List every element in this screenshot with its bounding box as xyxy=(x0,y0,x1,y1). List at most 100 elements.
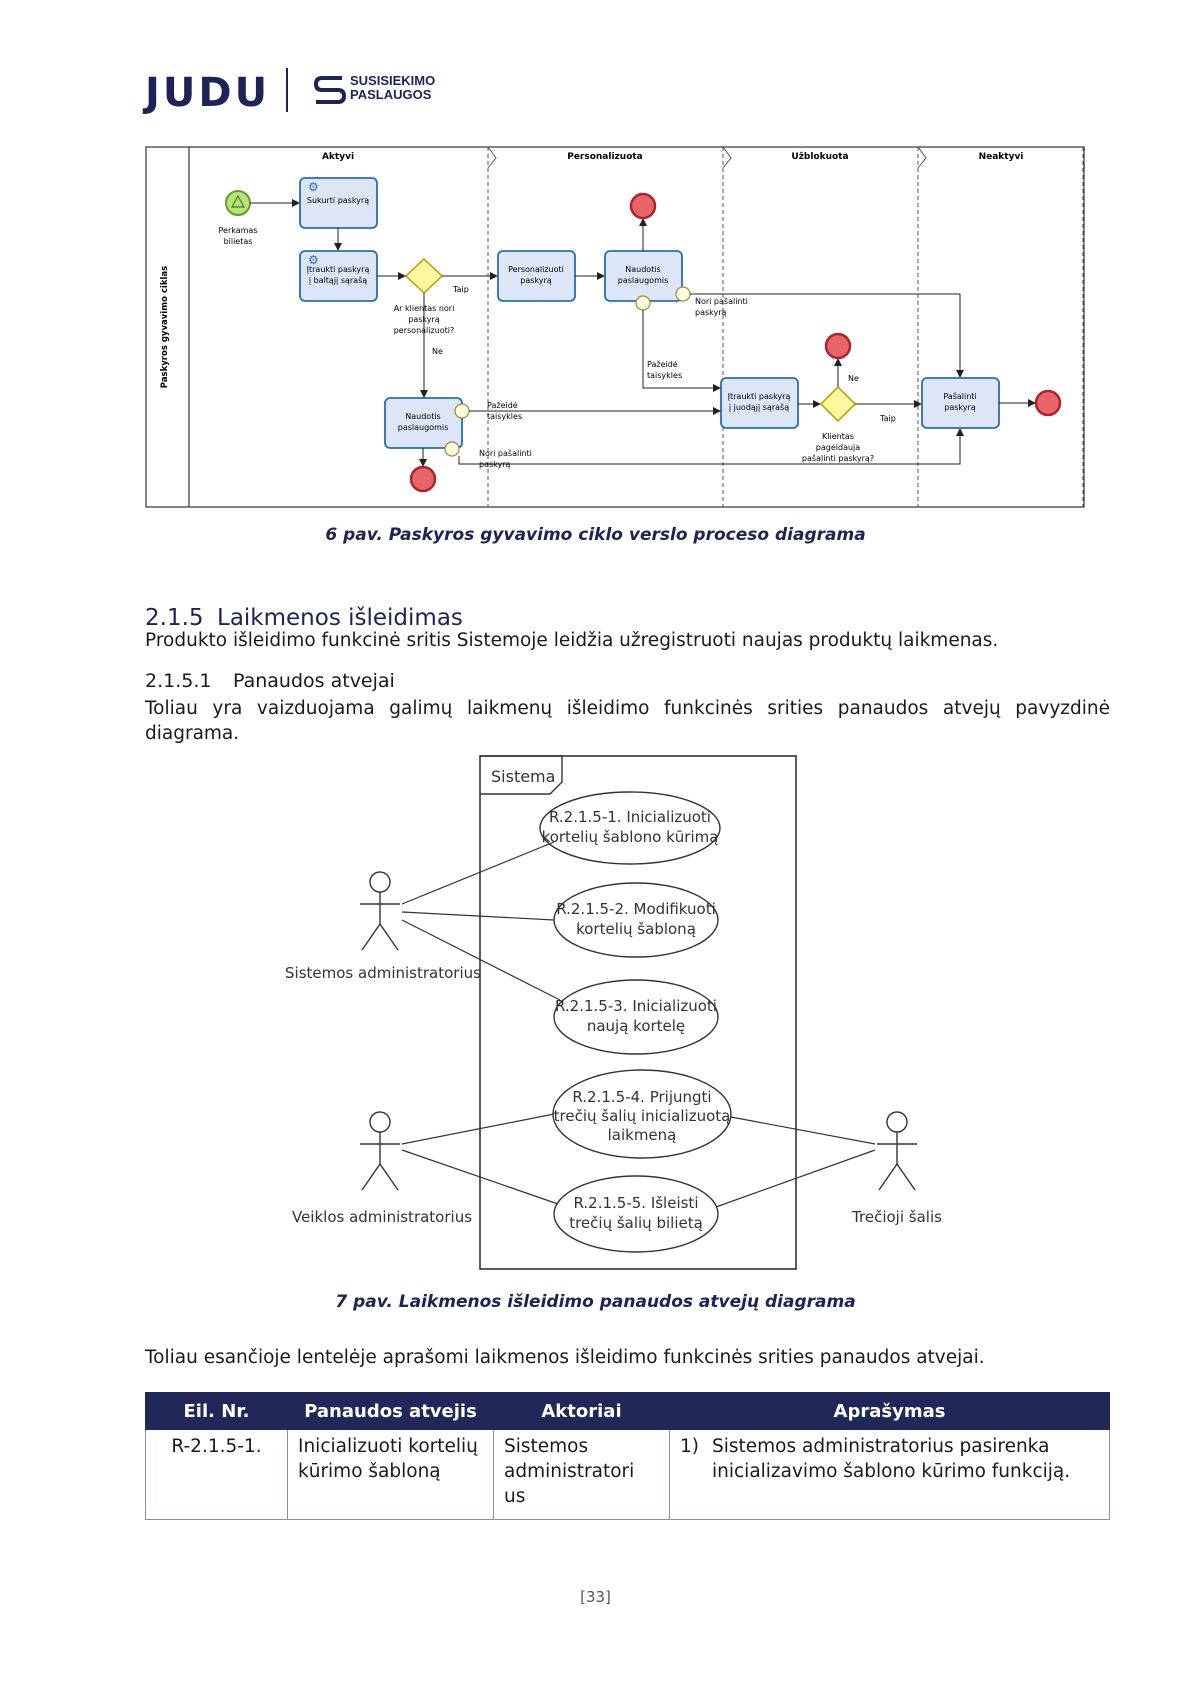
start-label-2: bilietas xyxy=(224,237,253,246)
svg-text:laikmeną: laikmeną xyxy=(608,1126,677,1144)
table-row: R-2.1.5-1. Inicializuoti kortelių kūrimo… xyxy=(145,1429,1110,1520)
gateway-2-question-1: Klientas xyxy=(822,432,854,441)
boundary-event-icon xyxy=(454,403,470,419)
page-number: [33] xyxy=(580,1588,611,1606)
section-intro: Produkto išleidimo funkcinė sritis Siste… xyxy=(145,630,999,651)
susisiekimo-paslaugos-logo-icon xyxy=(313,76,347,104)
svg-text:R.2.1.5-3. Inicializuoti: R.2.1.5-3. Inicializuoti xyxy=(555,997,717,1015)
task-blacklist-label-2: į juodąjį sąrašą xyxy=(729,402,789,412)
gateway-delete xyxy=(819,385,857,423)
header-description: Aprašymas xyxy=(669,1392,1110,1430)
boundary-event-icon xyxy=(444,441,460,457)
use-case-5 xyxy=(553,1175,719,1253)
svg-text:R.2.1.5-1. Inicializuoti: R.2.1.5-1. Inicializuoti xyxy=(549,808,711,826)
logo-separator xyxy=(286,68,288,112)
cell-actors: Sistemos administratori us xyxy=(493,1429,670,1520)
boundary-event-icon xyxy=(635,295,651,311)
boundary-event-icon xyxy=(675,286,691,302)
want-delete-a-label-1: Nori pašalinti xyxy=(479,448,532,458)
lane-uzblokuota: Užblokuota xyxy=(791,152,848,162)
svg-text:kortelių šablono kūrimą: kortelių šablono kūrimą xyxy=(542,828,719,846)
gateway-2-question-2: pageidauja xyxy=(816,443,860,452)
actor-sysadmin-label: Sistemos administratorius xyxy=(285,964,481,982)
use-case-3 xyxy=(553,979,719,1055)
cell-description: 1) Sistemos administratorius pasirenka i… xyxy=(669,1429,1110,1520)
gateway-2-question-3: pašalinti paskyrą? xyxy=(802,453,874,463)
start-label-1: Perkamas xyxy=(218,226,257,235)
task-whitelist-label-2: į baltąjį sąrašą xyxy=(309,275,367,285)
lane-personalizuota: Personalizuota xyxy=(567,152,643,162)
task-use-a-label-1: Naudotis xyxy=(405,412,440,421)
cell-use-case: Inicializuoti kortelių kūrimo šabloną xyxy=(287,1429,494,1520)
svg-text:R.2.1.5-5. Išleisti: R.2.1.5-5. Išleisti xyxy=(574,1194,699,1212)
gateway-2-no: Ne xyxy=(848,374,859,383)
task-blacklist xyxy=(720,377,799,429)
task-use-a-label-2: paslaugomis xyxy=(398,423,449,432)
pool-label: Paskyros gyvavimo ciklas xyxy=(160,266,170,388)
task-delete-label-1: Pašalinti xyxy=(943,391,976,401)
gear-icon: ⚙ xyxy=(308,253,319,267)
gateway-1-yes: Taip xyxy=(452,285,469,294)
svg-text:R.2.1.5-2. Modifikuoti: R.2.1.5-2. Modifikuoti xyxy=(556,900,716,918)
account-lifecycle-bpmn-diagram: Paskyros gyvavimo ciklas Aktyvi Personal… xyxy=(145,146,1085,508)
gateway-2-yes: Taip xyxy=(879,414,896,423)
use-case-1 xyxy=(539,791,721,865)
violated-a-label-1: Pažeidė xyxy=(487,401,518,410)
step-number: 1) xyxy=(680,1436,699,1457)
subsection-heading: 2.1.5.1 Panaudos atvejai xyxy=(145,670,395,692)
step-text: Sistemos administratorius pasirenka inic… xyxy=(712,1436,1071,1482)
violated-label-2: taisykles xyxy=(647,371,682,380)
judu-logo: JUDU xyxy=(145,70,271,116)
task-whitelist-label-1: Įtraukti paskyrą xyxy=(307,265,370,274)
end-event xyxy=(629,192,657,220)
actor-third-party-figure xyxy=(877,1111,917,1191)
gateway-1-no: Ne xyxy=(432,347,443,356)
subsection-title: Panaudos atvejai xyxy=(233,670,395,692)
task-delete-label-2: paskyrą xyxy=(944,403,976,412)
want-delete-a-label-2: paskyrą xyxy=(479,460,511,469)
actor-third-party-label: Trečioji šalis xyxy=(851,1208,942,1226)
start-event xyxy=(225,190,251,216)
header-actors: Aktoriai xyxy=(493,1392,670,1430)
svg-text:trečių šalių inicializuotą: trečių šalių inicializuotą xyxy=(554,1107,731,1125)
end-event xyxy=(1034,389,1062,417)
subsection-number: 2.1.5.1 xyxy=(145,670,212,692)
figure-7-caption: 7 pav. Laikmenos išleidimo panaudos atve… xyxy=(335,1292,856,1312)
want-delete-label-1: Nori pašalinti xyxy=(695,296,748,306)
subsection-intro: Toliau yra vaizduojama galimų laikmenų i… xyxy=(145,698,1110,744)
gear-icon: ⚙ xyxy=(308,180,319,194)
svg-text:trečių šalių bilietą: trečių šalių bilietą xyxy=(569,1214,703,1232)
violated-a-label-2: taisykles xyxy=(487,412,522,421)
want-delete-label-2: paskyrą xyxy=(695,308,727,317)
violated-label-1: Pažeidė xyxy=(647,360,678,369)
lane-aktyvi: Aktyvi xyxy=(322,152,354,162)
svg-text:R.2.1.5-4. Prijungti: R.2.1.5-4. Prijungti xyxy=(572,1088,711,1106)
task-personalize-label-1: Personalizuoti xyxy=(508,265,564,274)
header-id: Eil. Nr. xyxy=(145,1392,288,1430)
svg-text:kortelių šabloną: kortelių šabloną xyxy=(576,920,696,938)
task-blacklist-label-1: Įtraukti paskyrą xyxy=(728,392,791,401)
table-intro: Toliau esančioje lentelėje aprašomi laik… xyxy=(145,1347,985,1368)
svg-text:naują kortelę: naują kortelę xyxy=(587,1017,685,1035)
actor-opadmin-label: Veiklos administratorius xyxy=(292,1208,472,1226)
use-case-table: Eil. Nr. Panaudos atvejis Aktoriai Apraš… xyxy=(145,1392,1110,1520)
figure-6-caption: 6 pav. Paskyros gyvavimo ciklo verslo pr… xyxy=(325,525,866,545)
susisiekimo-paslaugos-logo-text: SUSISIEKIMO PASLAUGOS xyxy=(350,73,436,102)
media-issuance-use-case-diagram: Sistema R.2.1.5-1. Inicializuoti korteli… xyxy=(285,755,942,1270)
system-label: Sistema xyxy=(491,767,555,786)
task-use-p-label-2: paslaugomis xyxy=(618,276,669,285)
section-heading: 2.1.5 Laikmenos išleidimas xyxy=(145,605,463,631)
task-create-label: Sukurti paskyrą xyxy=(307,196,369,205)
table-header-row: Eil. Nr. Panaudos atvejis Aktoriai Apraš… xyxy=(145,1392,1110,1430)
end-event xyxy=(824,332,852,360)
section-title: Laikmenos išleidimas xyxy=(217,605,463,631)
task-personalize-label-2: paskyrą xyxy=(520,276,552,285)
end-event xyxy=(409,465,437,493)
task-use-p-label-1: Naudotis xyxy=(625,265,660,274)
actor-sysadmin-figure xyxy=(360,871,400,951)
section-number: 2.1.5 xyxy=(145,605,204,631)
actor-opadmin-figure xyxy=(360,1111,400,1191)
cell-id: R-2.1.5-1. xyxy=(145,1429,288,1520)
header-use-case: Panaudos atvejis xyxy=(287,1392,494,1430)
lane-neaktyvi: Neaktyvi xyxy=(979,152,1024,162)
